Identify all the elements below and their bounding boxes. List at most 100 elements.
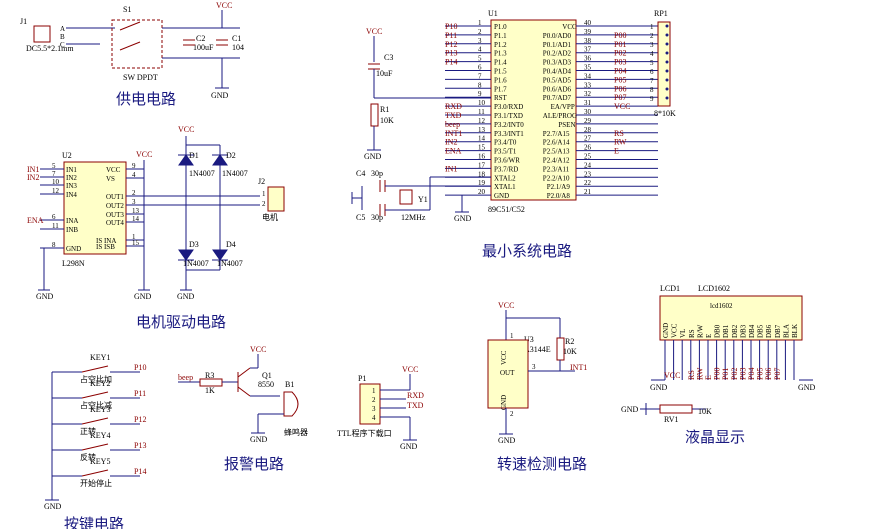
u1-pin-number: 19 xyxy=(478,179,486,187)
power-section-title: 供电电路 xyxy=(116,90,176,108)
r2-label: R2 xyxy=(565,337,574,346)
c1-value: 104 xyxy=(232,43,244,52)
u1-pin-net: P12 xyxy=(445,40,457,49)
svg-text:2: 2 xyxy=(510,410,514,418)
u3-label: U3 xyxy=(524,335,534,344)
u1-pin-name: P0.2/AD2 xyxy=(543,50,572,58)
u1-pin-number: 16 xyxy=(478,153,486,161)
u1-pin-name: P2.0/A8 xyxy=(547,192,571,200)
u2-pin-name: VS xyxy=(106,175,115,183)
r3-label: R3 xyxy=(205,371,214,380)
key-desc: 占空比加 xyxy=(80,374,112,384)
s1-label: S1 xyxy=(123,5,131,14)
r1-resistor xyxy=(370,103,379,127)
svg-text:1N4007: 1N4007 xyxy=(222,169,248,178)
key-net: P11 xyxy=(134,389,146,398)
u1-pin-name: P0.6/AD6 xyxy=(543,85,572,93)
lcd-pin-net: P04 xyxy=(747,368,756,380)
c3-label: C3 xyxy=(384,53,393,62)
u1-pin-number: 28 xyxy=(584,126,592,134)
u1-chip-89c51 xyxy=(490,19,577,201)
u1-pin-number: 4 xyxy=(478,46,482,54)
u1-pin-number: 9 xyxy=(478,90,482,98)
rp1-pin-number: 3 xyxy=(650,41,654,49)
u2-pin-number: 4 xyxy=(132,171,136,179)
lcd-gnd-label: GND xyxy=(650,383,668,392)
min-system-section-title: 最小系统电路 xyxy=(482,242,572,260)
svg-text:1: 1 xyxy=(262,190,266,198)
u1-pin-name: RST xyxy=(494,94,508,102)
u1-pin-number: 37 xyxy=(584,46,592,54)
key-switch xyxy=(81,417,109,425)
beep-net-label: beep xyxy=(178,373,193,382)
svg-text:1N4007: 1N4007 xyxy=(217,259,243,268)
u1-pin-number: 26 xyxy=(584,144,592,152)
u1-left-pins: P1.01P10P1.12P11P1.23P12P1.34P13P1.45P14… xyxy=(445,19,524,200)
key-net: P13 xyxy=(134,441,146,450)
lcd-section-title: 液晶显示 xyxy=(685,428,745,446)
lcd-pin-net: P00 xyxy=(713,368,722,380)
u1-pin-number: 11 xyxy=(478,108,485,116)
j1-pin-a: A xyxy=(60,25,65,33)
lcd-pin-net: P06 xyxy=(764,368,773,380)
r3-resistor xyxy=(199,378,223,387)
u2-pin-number: 3 xyxy=(132,198,136,206)
u1-pin-name: P2.7/A15 xyxy=(543,130,570,138)
lcd1-label: LCD1 xyxy=(660,284,680,293)
diode-d2: D2 1N4007 xyxy=(212,151,248,178)
u1-pin-net: P10 xyxy=(445,22,457,31)
mcu-vcc-label: VCC xyxy=(366,27,382,36)
key-ref: KEY4 xyxy=(90,431,110,440)
u2-pin-name: INA xyxy=(66,217,78,225)
u1-pin-number: 12 xyxy=(478,117,486,125)
r1-label: R1 xyxy=(380,105,389,114)
svg-text:3: 3 xyxy=(532,363,536,371)
u1-pin-number: 24 xyxy=(584,161,592,169)
lcd-pin-net: P01 xyxy=(721,368,730,380)
p1-desc: TTL程序下载口 xyxy=(337,428,392,438)
u1-pin-name: PSEN xyxy=(558,121,575,129)
b1-buzzer xyxy=(283,391,299,417)
u1-pin-number: 10 xyxy=(478,99,486,107)
svg-text:1N4007: 1N4007 xyxy=(189,169,215,178)
u1-pin-name: XTAL2 xyxy=(494,174,516,182)
u1-pin-name: VCC xyxy=(562,23,577,31)
u3-hall-sensor xyxy=(487,339,529,409)
u1-pin-name: P3.3/INT1 xyxy=(494,130,524,138)
u2-pin-number: 12 xyxy=(52,187,60,195)
c4-label: C4 xyxy=(356,169,365,178)
key-list: KEY1占空比加P10KEY2占空比减P11KEY3正转P12KEY4反转P13… xyxy=(52,353,146,488)
power-gnd-label: GND xyxy=(211,91,229,100)
rp1-pin-dot xyxy=(665,96,669,100)
j1-desc: DC5.5*2.1mm xyxy=(26,44,74,53)
u1-pin-net: IN2 xyxy=(445,138,457,147)
motor-section-title: 电机驱动电路 xyxy=(136,313,226,331)
p1-gnd-label: GND xyxy=(400,442,418,451)
lcd-pin-name: DB1 xyxy=(722,324,730,338)
u2-pin-name: IN4 xyxy=(66,191,77,199)
j2-motor-connector xyxy=(267,186,285,212)
u1-pin-name: P2.5/A13 xyxy=(543,148,570,156)
u1-pin-net: P04 xyxy=(614,67,626,76)
u1-pin-number: 35 xyxy=(584,64,592,72)
lcd-pin-name: DB0 xyxy=(714,324,722,338)
rp1-pin-dot xyxy=(665,51,669,55)
u2-pin-number: 11 xyxy=(52,222,59,230)
key-desc: 反转 xyxy=(80,452,96,462)
u1-pin-net: ENA xyxy=(445,147,462,156)
key-switch xyxy=(81,365,109,373)
u1-pin-name: P1.2 xyxy=(494,41,507,49)
u1-pin-name: EA/VPP xyxy=(551,103,575,111)
j1-label: J1 xyxy=(20,17,27,26)
j1-pin-b: B xyxy=(60,33,65,41)
u2-pin-name: IN1 xyxy=(66,166,77,174)
c2-value: 100uF xyxy=(193,43,214,52)
rp1-pin-dot xyxy=(665,33,669,37)
u1-pin-number: 2 xyxy=(478,28,482,36)
y1-value: 12MHz xyxy=(401,213,426,222)
u2-pin-name: GND xyxy=(66,245,81,253)
u1-pin-number: 31 xyxy=(584,99,592,107)
lcd-pin-name: DB7 xyxy=(774,324,782,338)
